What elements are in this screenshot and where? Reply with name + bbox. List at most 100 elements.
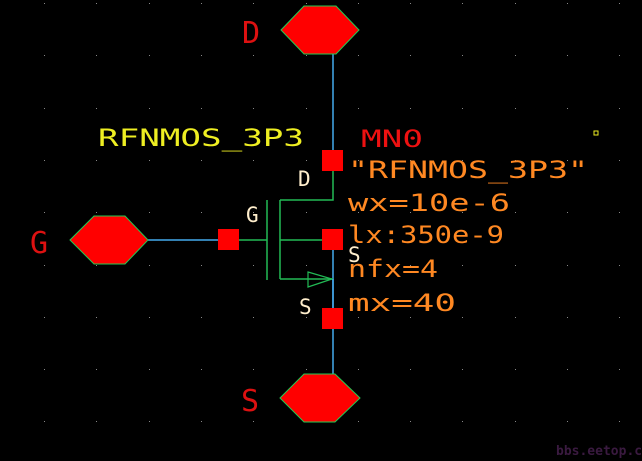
grid-dot	[306, 160, 307, 161]
grid-dot	[619, 317, 620, 318]
device-source-label: S	[299, 295, 312, 319]
grid-dot	[44, 108, 45, 109]
nmos-symbol[interactable]	[239, 170, 335, 310]
grid-dot	[619, 55, 620, 56]
grid-dot	[619, 108, 620, 109]
grid-dot	[462, 421, 463, 422]
grid-dot	[96, 108, 97, 109]
grid-dot	[44, 212, 45, 213]
param-mx: mx=40	[348, 289, 456, 317]
grid-dot	[462, 212, 463, 213]
drain-lead	[280, 170, 334, 201]
grid-dot	[96, 369, 97, 370]
grid-dot	[96, 3, 97, 4]
terminal-gate[interactable]	[218, 229, 239, 250]
grid-dot	[462, 160, 463, 161]
grid-dot	[358, 160, 359, 161]
grid-dot	[201, 317, 202, 318]
grid-dot	[567, 3, 568, 4]
grid-dot	[515, 108, 516, 109]
grid-dot	[462, 55, 463, 56]
watermark: bbs.eetop.cn	[556, 444, 642, 459]
grid-dot	[619, 369, 620, 370]
pin-s-hexagon-icon[interactable]	[279, 373, 361, 423]
grid-dot	[515, 369, 516, 370]
grid-dot	[149, 265, 150, 266]
grid-dot	[619, 212, 620, 213]
grid-dot	[410, 421, 411, 422]
grid-dot	[149, 212, 150, 213]
grid-dot	[567, 317, 568, 318]
grid-dot	[306, 369, 307, 370]
grid-dot	[567, 212, 568, 213]
grid-dot	[253, 369, 254, 370]
grid-dot	[201, 369, 202, 370]
grid-dot	[96, 317, 97, 318]
grid-dot	[201, 421, 202, 422]
source-arrow-icon	[307, 271, 335, 288]
grid-dot	[149, 3, 150, 4]
grid-dot	[253, 317, 254, 318]
grid-dot	[410, 317, 411, 318]
grid-dot	[567, 265, 568, 266]
grid-dot	[410, 369, 411, 370]
grid-dot	[149, 369, 150, 370]
device-drain-label: D	[298, 167, 311, 191]
grid-dot	[44, 160, 45, 161]
terminal-body[interactable]	[322, 229, 343, 250]
grid-dot	[410, 160, 411, 161]
grid-dot	[515, 160, 516, 161]
grid-dot	[96, 55, 97, 56]
grid-dot	[44, 55, 45, 56]
grid-dot	[358, 265, 359, 266]
pin-d-hexagon-icon[interactable]	[280, 5, 360, 55]
grid-dot	[44, 3, 45, 4]
param-nfx: nfx=4	[348, 255, 438, 283]
grid-dot	[44, 317, 45, 318]
grid-dot	[201, 212, 202, 213]
grid-dot	[410, 212, 411, 213]
grid-dot	[306, 212, 307, 213]
pin-g-hexagon-icon[interactable]	[69, 215, 149, 265]
pin-d-label: D	[242, 16, 260, 51]
grid-dot	[619, 421, 620, 422]
grid-dot	[619, 265, 620, 266]
grid-dot	[462, 108, 463, 109]
terminal-source[interactable]	[322, 308, 343, 329]
terminal-drain[interactable]	[322, 150, 343, 171]
grid-dot	[515, 317, 516, 318]
grid-dot	[358, 421, 359, 422]
device-parameters: wx=10e-6 lx:350e-9 nfx=4 mx=40	[348, 189, 510, 317]
grid-dot	[567, 421, 568, 422]
grid-dot	[306, 108, 307, 109]
grid-dot	[515, 212, 516, 213]
grid-dot	[253, 265, 254, 266]
pin-g-label: G	[30, 226, 48, 261]
grid-dot	[201, 160, 202, 161]
grid-dot	[462, 3, 463, 4]
instance-name[interactable]: MN0	[361, 125, 423, 153]
grid-dot	[201, 265, 202, 266]
grid-dot	[619, 160, 620, 161]
param-wx: wx=10e-6	[348, 189, 510, 217]
grid-dot	[96, 212, 97, 213]
grid-dot	[44, 421, 45, 422]
grid-dot	[358, 369, 359, 370]
model-name: "RFNMOS_3P3"	[348, 156, 588, 184]
grid-dot	[253, 212, 254, 213]
grid-dot	[253, 108, 254, 109]
grid-dot	[306, 55, 307, 56]
grid-dot	[515, 55, 516, 56]
grid-dot	[44, 265, 45, 266]
grid-dot	[462, 317, 463, 318]
grid-dot	[253, 55, 254, 56]
device-body-label: S	[348, 243, 361, 267]
grid-dot	[567, 108, 568, 109]
grid-dot	[253, 421, 254, 422]
pin-s-label: S	[241, 384, 259, 419]
grid-dot	[515, 265, 516, 266]
grid-dot	[149, 108, 150, 109]
grid-dot	[515, 3, 516, 4]
grid-dot	[306, 317, 307, 318]
